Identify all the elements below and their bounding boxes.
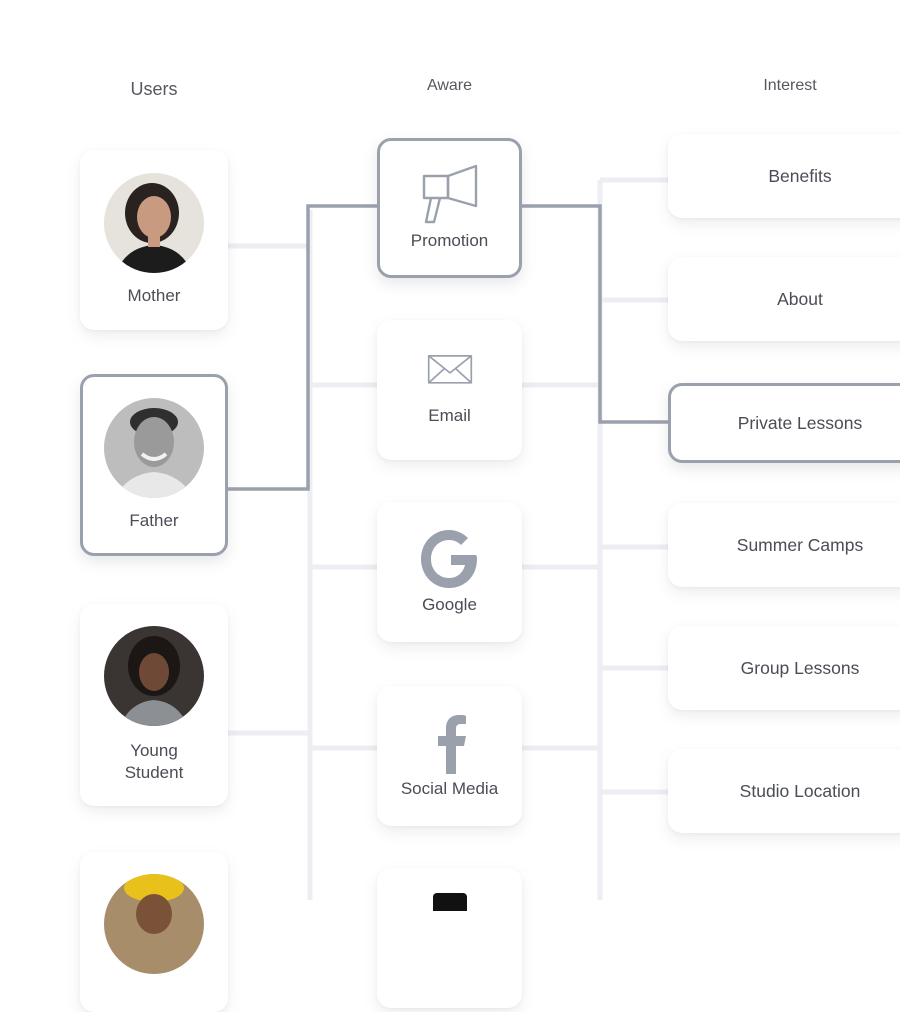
- google-g-icon: [420, 530, 477, 588]
- avatar: [104, 173, 204, 273]
- connector-lines: [228, 177, 668, 900]
- aware-card-5[interactable]: [377, 868, 522, 1008]
- interest-label: About: [777, 289, 823, 309]
- interest-card-summer-camps[interactable]: Summer Camps: [668, 503, 900, 587]
- user-label: Father: [129, 511, 179, 530]
- user-label: Mother: [127, 286, 181, 305]
- interest-label: Private Lessons: [737, 413, 863, 433]
- column-header-users: Users: [130, 79, 178, 99]
- interest-card-about[interactable]: About: [668, 257, 900, 341]
- interest-label: Studio Location: [739, 781, 861, 801]
- aware-label: Email: [428, 406, 471, 425]
- aware-label: Social Media: [400, 779, 499, 798]
- interest-label: Summer Camps: [736, 535, 864, 555]
- aware-card-promotion[interactable]: Promotion: [377, 138, 522, 278]
- interest-card-private-lessons[interactable]: Private Lessons: [668, 383, 900, 463]
- aware-card-email[interactable]: Email: [377, 320, 522, 460]
- aware-label: Promotion: [410, 231, 489, 250]
- user-card-father[interactable]: Father: [80, 374, 228, 556]
- user-card-young-student[interactable]: Young Student: [80, 604, 228, 806]
- interest-card-group-lessons[interactable]: Group Lessons: [668, 626, 900, 710]
- interest-card-studio-location[interactable]: Studio Location: [668, 749, 900, 833]
- avatar: [104, 398, 204, 498]
- megaphone-icon: [422, 164, 477, 224]
- avatar: [104, 874, 204, 974]
- interest-label: Benefits: [768, 166, 832, 186]
- envelope-icon: [427, 354, 472, 384]
- aware-card-social-media[interactable]: Social Media: [377, 686, 522, 826]
- interest-label: Group Lessons: [740, 658, 860, 678]
- user-card-4[interactable]: [80, 852, 228, 1012]
- user-card-mother[interactable]: Mother: [80, 150, 228, 330]
- user-label: Young Student: [124, 741, 184, 782]
- interest-card-benefits[interactable]: Benefits: [668, 134, 900, 218]
- aware-label: Google: [422, 595, 477, 614]
- column-header-interest: Interest: [763, 77, 817, 94]
- avatar: [104, 626, 204, 726]
- aware-card-google[interactable]: Google: [377, 502, 522, 642]
- facebook-f-icon: [437, 715, 466, 774]
- black-icon: [432, 893, 467, 911]
- column-header-aware: Aware: [426, 77, 473, 94]
